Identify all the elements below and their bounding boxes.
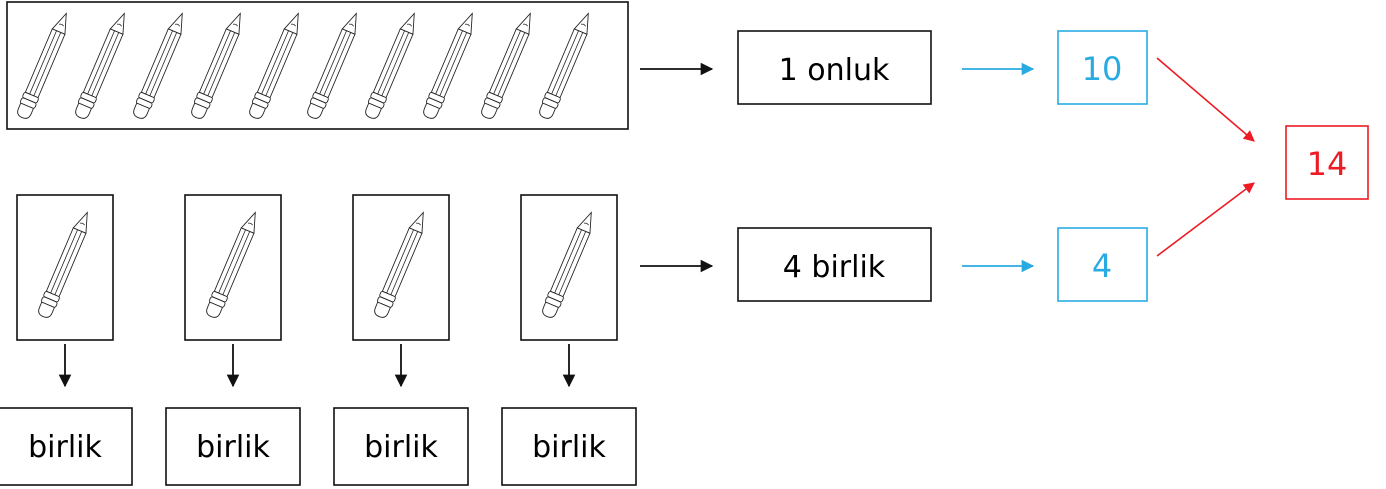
arrow-right-icon [1156, 57, 1255, 142]
tens-value-box [1057, 30, 1148, 105]
total-value: 14 [1307, 145, 1348, 183]
ones-value: 4 [1092, 247, 1112, 285]
arrow-right-icon [1156, 182, 1255, 257]
ones-value-box [1057, 227, 1148, 302]
birlik-box [501, 407, 637, 486]
tens-label: 1 onluk [779, 53, 890, 88]
birlik-box [333, 407, 469, 486]
ones-label: 4 birlik [783, 250, 886, 285]
single-pencils-group: birlik birlik birlik birlik [0, 194, 637, 486]
tens-label-box [737, 30, 932, 105]
ones-label-box [737, 227, 932, 302]
birlik-label: birlik [532, 430, 606, 465]
birlik-label: birlik [28, 430, 102, 465]
birlik-box [165, 407, 301, 486]
birlik-label: birlik [196, 430, 270, 465]
birlik-box [0, 407, 133, 486]
total-box [1285, 125, 1369, 200]
tens-value: 10 [1082, 50, 1123, 88]
birlik-label: birlik [364, 430, 438, 465]
